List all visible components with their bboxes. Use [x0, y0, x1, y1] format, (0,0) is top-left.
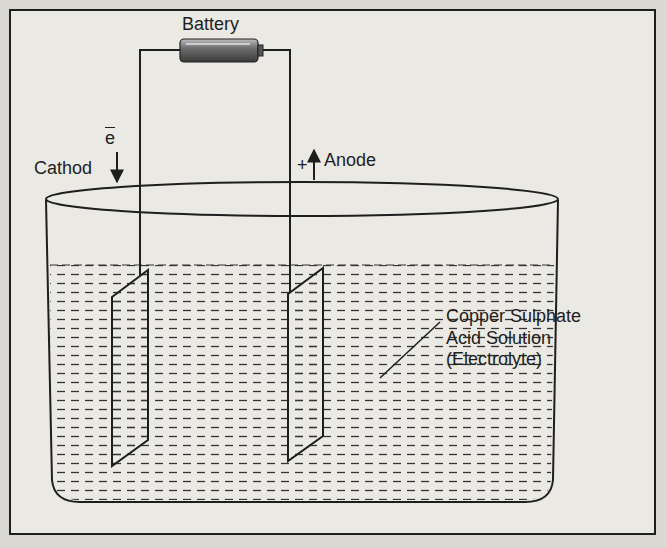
- anode-plate: [288, 268, 323, 461]
- anode-label: Anode: [324, 150, 376, 172]
- beaker-rim: [46, 182, 558, 216]
- electron-arrow: [116, 152, 118, 182]
- cathode-label: Cathod: [34, 158, 92, 180]
- electron-symbol: e: [105, 128, 115, 150]
- electrolyte-liquid: [50, 265, 554, 500]
- cathode-plate: [112, 270, 148, 466]
- leader-line: [380, 322, 440, 378]
- liquid-surface: [50, 264, 554, 265]
- battery-shine: [186, 43, 250, 45]
- cathode-wire: [140, 50, 180, 276]
- battery-label: Battery: [182, 14, 239, 36]
- battery-cell: [180, 39, 258, 62]
- figure-frame: [10, 10, 655, 534]
- anode-wire: [262, 50, 290, 293]
- current-arrow: [313, 150, 315, 180]
- electrolyte-label: Copper Sulphate Acid Solution (Electroly…: [446, 306, 606, 371]
- battery-terminal: [258, 45, 263, 56]
- polarity-sign: +: [297, 155, 308, 177]
